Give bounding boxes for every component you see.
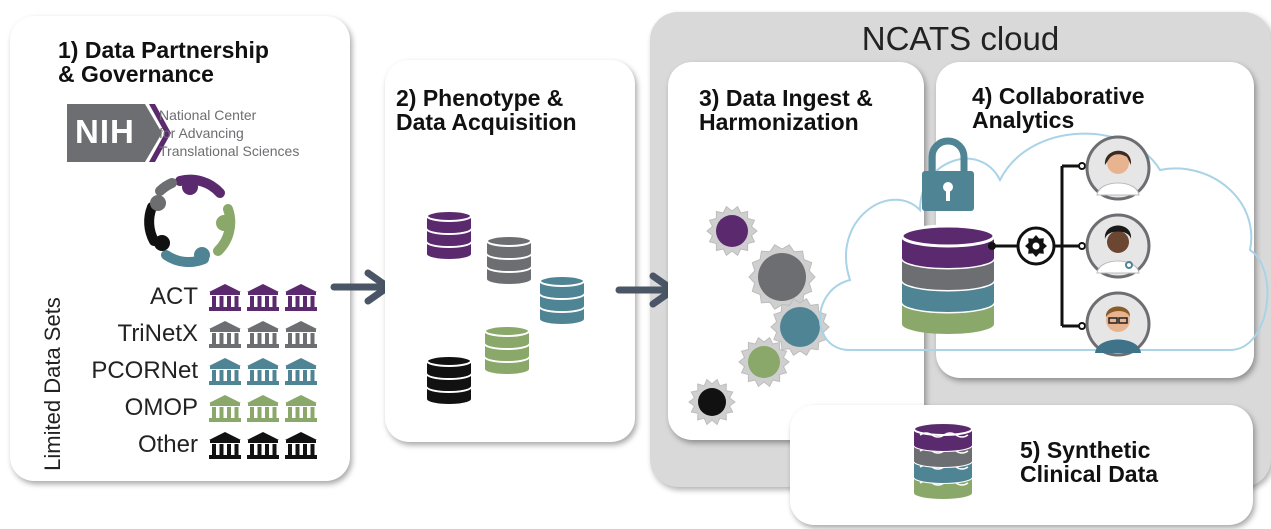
panel-synthetic: 5) Synthetic Clinical Data [790, 405, 1253, 525]
database-cluster [426, 210, 585, 404]
data-partner-rows: ACT TriNetX PCORNet OMOP Other [10, 281, 350, 481]
panel1-title-line1: 1) Data Partnership [58, 37, 269, 63]
institution-icon [247, 432, 279, 459]
panel3-title: 3) Data Ingest & Harmonization [699, 86, 873, 134]
nih-badge-icon [67, 104, 171, 162]
database-icon-teal [539, 275, 585, 324]
user-avatar-icon-1 [1085, 135, 1151, 201]
institution-icon [209, 395, 241, 422]
nih-logo-text: NIH [75, 113, 135, 150]
institution-icons-pcornet [209, 358, 317, 385]
row-label-other: Other [137, 431, 198, 458]
panel-data-ingest: 3) Data Ingest & Harmonization [668, 62, 924, 440]
panel1-title: 1) Data Partnership & Governance [58, 38, 269, 86]
row-omop: OMOP [10, 392, 350, 430]
institution-icon [247, 284, 279, 311]
nih-line1: National Center [159, 107, 257, 123]
gears-illustration [688, 205, 830, 426]
panel2-title-line2: Data Acquisition [396, 109, 577, 135]
panel4-title: 4) Collaborative Analytics [972, 84, 1145, 132]
institution-icon [209, 432, 241, 459]
institution-icon [285, 321, 317, 348]
institution-icon [209, 284, 241, 311]
institution-icon [285, 432, 317, 459]
panel2-title: 2) Phenotype & Data Acquisition [396, 86, 577, 134]
panel5-title-line2: Clinical Data [1020, 461, 1159, 487]
partnership-icon [144, 174, 236, 268]
gear-icon-teal [770, 297, 830, 357]
database-icon-green [484, 325, 530, 374]
institution-icon [247, 395, 279, 422]
institution-icon [285, 358, 317, 385]
analytics-gear-icon [1025, 235, 1047, 257]
institution-icon [285, 284, 317, 311]
institution-icon [247, 358, 279, 385]
row-label-act: ACT [150, 283, 198, 310]
panel-data-partnership: 1) Data Partnership & Governance NIH Nat… [10, 16, 350, 481]
cloud-outline-icon [819, 132, 1269, 351]
panel-phenotype: 2) Phenotype & Data Acquisition [385, 60, 635, 442]
institution-icon [247, 321, 279, 348]
panel4-title-line2: Analytics [972, 107, 1075, 133]
panel4-title-line1: 4) Collaborative [972, 83, 1145, 109]
gear-icon-green [738, 336, 790, 388]
database-icon-black [426, 355, 472, 404]
row-act: ACT [10, 281, 350, 319]
institution-icon [285, 395, 317, 422]
panel3-title-line1: 3) Data Ingest & [699, 85, 873, 111]
panel1-title-line2: & Governance [58, 61, 214, 87]
lock-icon [922, 137, 974, 211]
database-icon-gray [486, 235, 532, 284]
panel2-title-line1: 2) Phenotype & [396, 85, 564, 111]
institution-icons-omop [209, 395, 317, 422]
institution-icons-act [209, 284, 317, 311]
nih-logo: NIH National Center for Advancing Transl… [67, 104, 317, 164]
panel5-title-line1: 5) Synthetic [1020, 437, 1151, 463]
row-label-trinetx: TriNetX [117, 320, 198, 347]
database-icon-purple [426, 210, 472, 259]
row-other: Other [10, 429, 350, 467]
user-avatar-icon-3 [1085, 291, 1151, 357]
panel3-title-line2: Harmonization [699, 109, 859, 135]
row-trinetx: TriNetX [10, 318, 350, 356]
row-pcornet: PCORNet [10, 355, 350, 393]
institution-icon [209, 358, 241, 385]
analytics-connections [988, 162, 1086, 330]
institution-icon [209, 321, 241, 348]
nih-line2: for Advancing [159, 125, 244, 141]
nih-line3: Translational Sciences [159, 143, 300, 159]
gear-icon-purple [706, 205, 758, 257]
panel5-title: 5) Synthetic Clinical Data [1020, 438, 1158, 486]
row-label-omop: OMOP [124, 394, 198, 421]
institution-icons-trinetx [209, 321, 317, 348]
row-label-pcornet: PCORNet [91, 357, 198, 384]
gear-icon-black [688, 378, 736, 426]
ncats-cloud-label: NCATS cloud [861, 20, 1060, 57]
central-database-icon [900, 224, 996, 334]
gear-icon-gray [748, 244, 816, 310]
synthetic-database-icon [913, 422, 973, 499]
user-avatar-icon-2 [1085, 213, 1151, 279]
institution-icons-other [209, 432, 317, 459]
